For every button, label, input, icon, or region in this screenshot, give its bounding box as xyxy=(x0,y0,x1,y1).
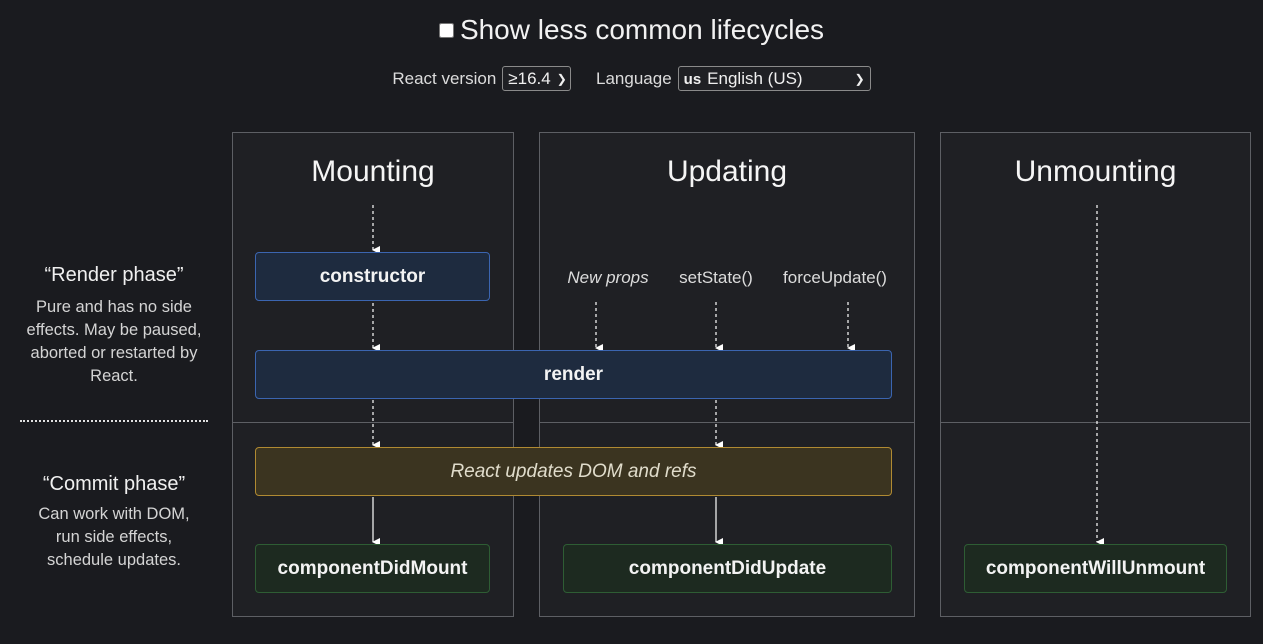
trigger-new-props: New props xyxy=(567,268,649,287)
language-label: Language xyxy=(596,68,672,88)
commit-phase-description: Can work with DOM, run side effects, sch… xyxy=(0,503,228,572)
constructor-box[interactable]: constructor xyxy=(255,252,490,301)
trigger-force-update: forceUpdate() xyxy=(783,268,887,287)
render-phase-description: Pure and has no side effects. May be pau… xyxy=(0,296,228,388)
react-version-label: React version xyxy=(392,68,497,88)
component-will-unmount-box[interactable]: componentWillUnmount xyxy=(964,544,1227,593)
commit-phase-title: “Commit phase” xyxy=(42,473,186,495)
constructor-label: constructor xyxy=(319,265,426,287)
render-phase-line: React. xyxy=(90,367,138,385)
commit-phase-line: Can work with DOM, xyxy=(38,505,190,523)
less-common-label: Show less common lifecycles xyxy=(459,14,825,45)
language-value: English (US) xyxy=(707,68,803,88)
less-common-toggle[interactable]: Show less common lifecycles xyxy=(438,14,825,46)
render-phase-title: “Render phase” xyxy=(44,264,184,286)
us-flag-icon: us xyxy=(683,70,702,88)
unmounting-title: Unmounting xyxy=(1014,155,1177,188)
react-version-select[interactable]: ≥16.4 ❯ xyxy=(502,66,572,91)
render-label: render xyxy=(543,363,604,385)
chevron-down-icon: ❯ xyxy=(556,71,567,86)
commit-phase-line: schedule updates. xyxy=(47,551,181,569)
dom-update-label: React updates DOM and refs xyxy=(450,460,697,482)
updating-title: Updating xyxy=(666,155,788,188)
trigger-set-state: setState() xyxy=(679,268,753,287)
language-select[interactable]: us English (US) ❯ xyxy=(677,66,871,91)
react-version-value: ≥16.4 xyxy=(508,68,551,88)
phase-divider xyxy=(233,422,513,423)
phase-divider xyxy=(941,422,1250,423)
dom-update-box: React updates DOM and refs xyxy=(255,447,892,496)
render-box[interactable]: render xyxy=(255,350,892,399)
phase-separator xyxy=(20,420,208,422)
render-phase-line: aborted or restarted by xyxy=(30,344,198,362)
component-will-unmount-label: componentWillUnmount xyxy=(985,557,1206,579)
unmounting-column: Unmounting xyxy=(940,132,1251,617)
render-phase-line: Pure and has no side xyxy=(36,298,192,316)
chevron-down-icon: ❯ xyxy=(854,71,865,86)
less-common-checkbox[interactable] xyxy=(438,22,454,38)
component-did-mount-label: componentDidMount xyxy=(277,557,468,579)
commit-phase-line: run side effects, xyxy=(55,528,173,546)
controls-row: React version ≥16.4 ❯ Language us English… xyxy=(0,66,1263,91)
component-did-mount-box[interactable]: componentDidMount xyxy=(255,544,490,593)
render-phase-line: effects. May be paused, xyxy=(26,321,202,339)
phase-divider xyxy=(540,422,914,423)
component-did-update-box[interactable]: componentDidUpdate xyxy=(563,544,892,593)
toggle-row: Show less common lifecycles xyxy=(0,14,1263,46)
mounting-title: Mounting xyxy=(311,155,435,188)
component-did-update-label: componentDidUpdate xyxy=(628,557,827,579)
